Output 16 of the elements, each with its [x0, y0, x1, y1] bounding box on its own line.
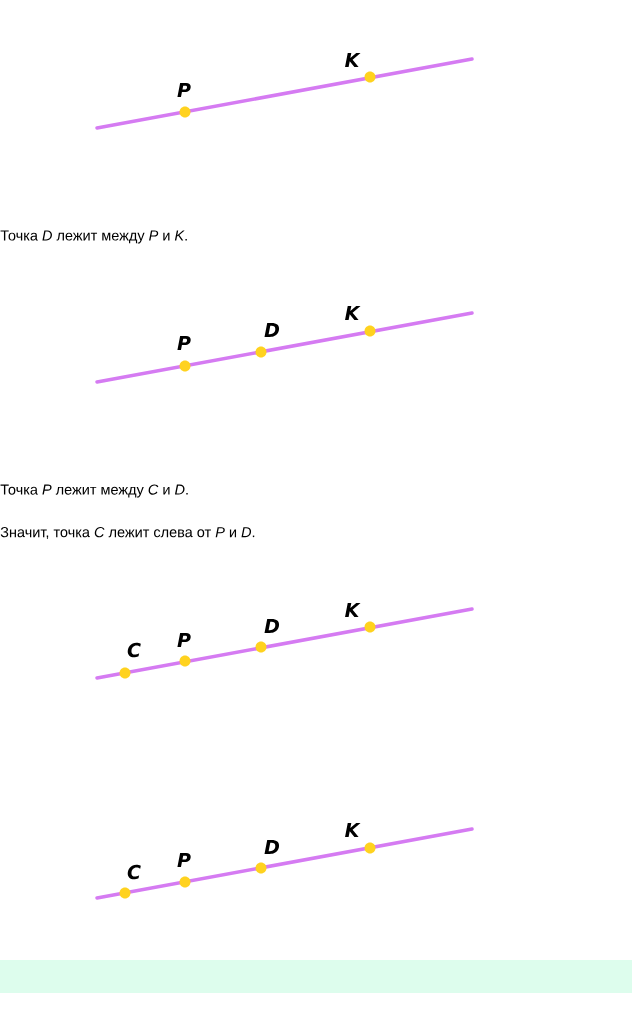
- point-label: C: [127, 642, 141, 658]
- point-label: K: [345, 53, 361, 67]
- point-label: D: [264, 840, 280, 854]
- point-label: P: [177, 336, 191, 350]
- point-label: D: [264, 323, 280, 337]
- point-label: K: [345, 823, 361, 837]
- point-label: K: [345, 603, 361, 617]
- sentence: Точка D лежит между P и K.: [0, 230, 187, 244]
- point-label: C: [127, 864, 141, 880]
- point-label: K: [345, 306, 361, 320]
- point-label: P: [177, 83, 191, 97]
- point-label: D: [264, 619, 280, 633]
- point-label: P: [177, 633, 191, 647]
- sentence: Точка P лежит между C и D.: [0, 484, 188, 498]
- point-label: P: [177, 853, 191, 867]
- sentence: Значит, точка C лежит слева от P и D.: [0, 527, 255, 539]
